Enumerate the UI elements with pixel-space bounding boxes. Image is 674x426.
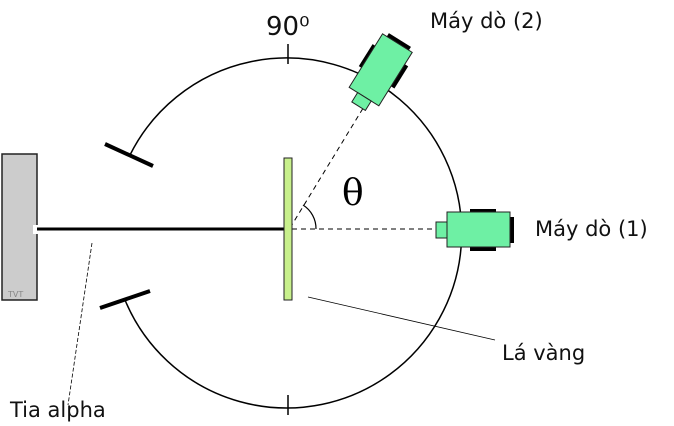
detector-2 [348, 33, 413, 112]
gold-foil [283, 157, 293, 301]
alpha-source [1, 153, 38, 301]
foil-pointer [307, 296, 496, 341]
collimator-upper [104, 142, 154, 168]
label-90-degrees: 90⁰ [266, 12, 310, 42]
collimator-lower [99, 289, 151, 310]
label-alpha-ray: Tia alpha [9, 398, 106, 422]
theta-arc [302, 204, 317, 230]
source-mark: TVT [7, 290, 23, 299]
alpha-pointer [67, 242, 93, 406]
path-to-detector-2 [289, 104, 366, 229]
label-detector-1: Máy dò (1) [535, 217, 648, 241]
label-gold-foil: Lá vàng [502, 341, 585, 365]
label-detector-2: Máy dò (2) [430, 9, 543, 33]
detector-1 [435, 209, 514, 251]
theta-label: θ [342, 173, 364, 214]
detector-circle-arc [124, 57, 463, 409]
